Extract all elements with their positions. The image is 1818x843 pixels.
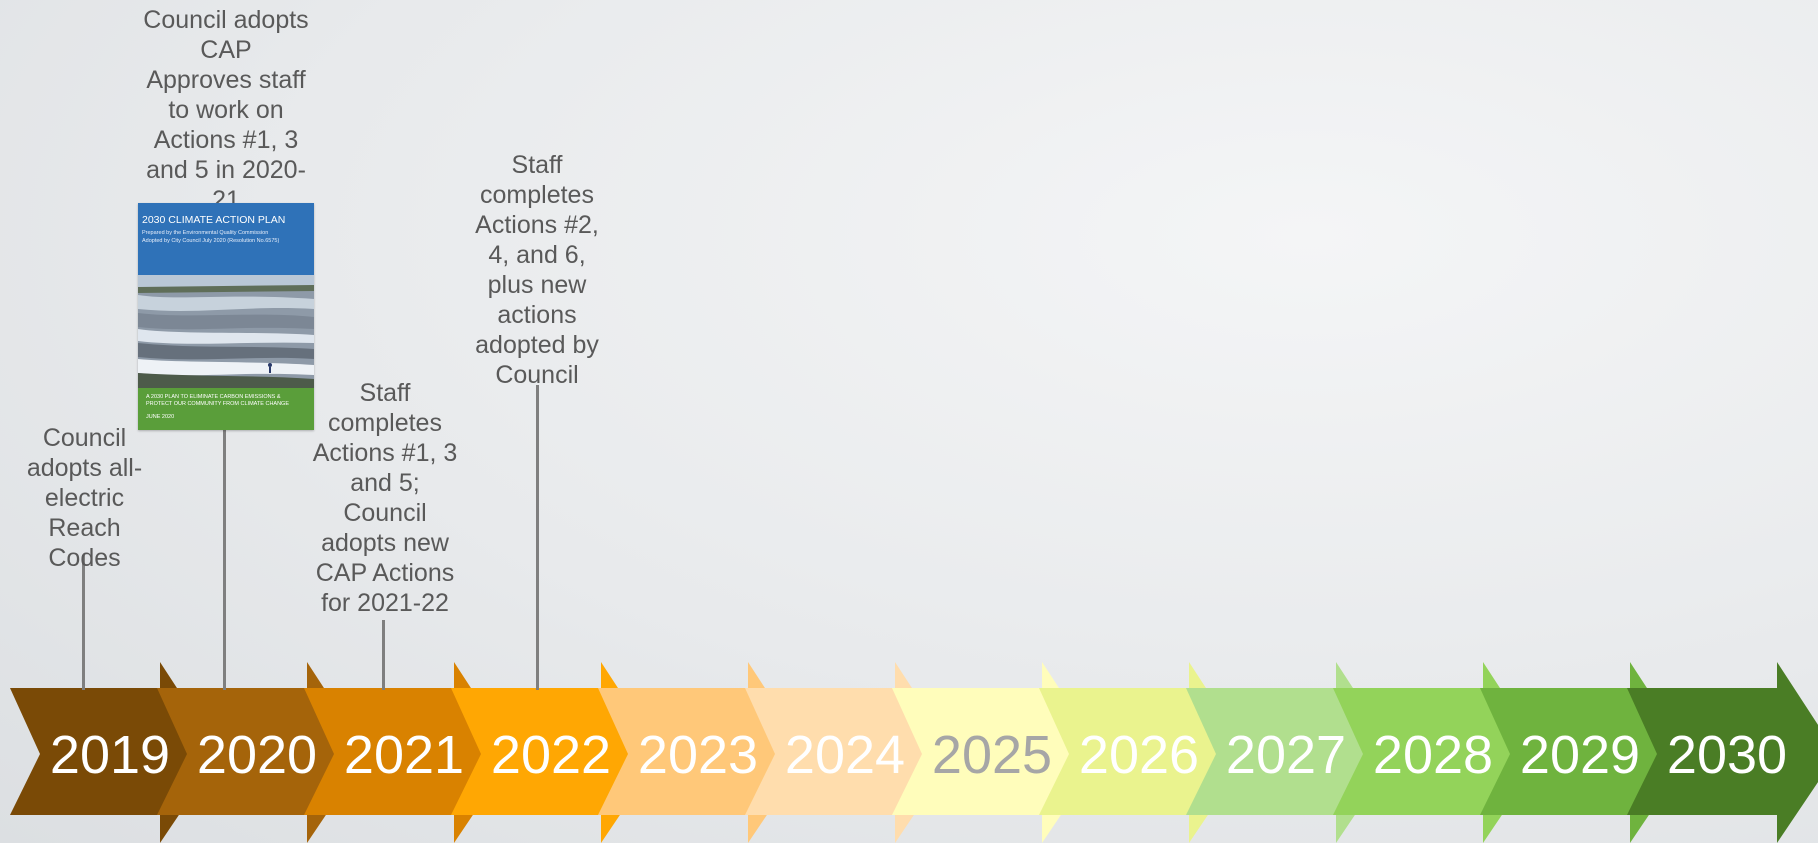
annotation-line: actions (497, 301, 577, 329)
year-label-2019: 2019 (50, 725, 170, 785)
year-label-2025: 2025 (932, 725, 1052, 785)
cap-cover-title: 2030 CLIMATE ACTION PLAN (142, 214, 286, 226)
annotation-line: Council (343, 499, 427, 527)
year-label-2024: 2024 (785, 725, 905, 785)
leader-line-2019 (82, 555, 85, 690)
cap-cover-footer: A 2030 PLAN TO ELIMINATE CARBON EMISSION… (138, 388, 314, 430)
annotation-line: Actions #1, 3 (312, 439, 458, 467)
year-label-2022: 2022 (491, 725, 611, 785)
annotation-line: for 2021-22 (321, 589, 449, 617)
annotation-line: adopts new (321, 529, 449, 557)
cap-cover-header: 2030 CLIMATE ACTION PLAN Prepared by the… (138, 203, 314, 275)
annotation-line: Actions #1, 3 (153, 126, 299, 154)
climate-action-plan-cover: 2030 CLIMATE ACTION PLAN Prepared by the… (138, 203, 314, 430)
annotation-line: adopted by (475, 331, 599, 359)
leader-line-2020 (223, 430, 226, 690)
annotation-2021-actions-completed: Staff completes Actions #1, 3 and 5; Cou… (300, 378, 470, 618)
year-label-2026: 2026 (1079, 725, 1199, 785)
leader-line-2021 (382, 620, 385, 690)
year-label-2021: 2021 (344, 725, 464, 785)
annotation-line: completes (480, 181, 594, 209)
annotation-line: Approves staff (146, 66, 306, 94)
cap-cover-date: JUNE 2020 (146, 414, 175, 420)
year-label-2020: 2020 (197, 725, 317, 785)
cap-cover-tagline-2: PROTECT OUR COMMUNITY FROM CLIMATE CHANG… (146, 401, 290, 407)
annotation-2022-new-actions: Staff completes Actions #2, 4, and 6, pl… (462, 150, 612, 390)
annotation-2020-cap-adoption: Council adopts CAP Approves staff to wor… (131, 5, 321, 215)
annotation-line: plus new (487, 271, 587, 299)
annotation-line: Council adopts (143, 6, 309, 34)
year-label-2028: 2028 (1373, 725, 1493, 785)
annotation-line: and 5; (350, 469, 420, 497)
year-label-2030: 2030 (1667, 725, 1787, 785)
cap-cover-tagline-1: A 2030 PLAN TO ELIMINATE CARBON EMISSION… (146, 394, 281, 400)
annotation-line: 4, and 6, (488, 241, 586, 269)
annotation-line: to work on (168, 96, 284, 124)
leader-line-2022 (536, 385, 539, 690)
year-arrow-shape (1627, 662, 1818, 843)
annotation-line: Codes (48, 544, 121, 572)
year-arrow-2030: 2030 (1627, 662, 1818, 843)
cap-cover-adopted-by: Adopted by City Council July 2020 (Resol… (142, 238, 280, 244)
annotation-line: CAP (200, 36, 252, 64)
annotation-line: Reach (48, 514, 121, 542)
year-label-2029: 2029 (1520, 725, 1640, 785)
annotation-line: CAP Actions (315, 559, 455, 587)
year-label-2027: 2027 (1226, 725, 1346, 785)
annotation-line: adopts all- (26, 454, 143, 482)
annotation-line: Staff (511, 151, 563, 179)
annotation-line: and 5 in 2020- (146, 156, 306, 184)
annotation-line: electric (44, 484, 125, 512)
annotation-line: Staff (359, 379, 411, 407)
annotation-line: completes (328, 409, 442, 437)
annotation-line: Council (42, 424, 127, 452)
annotation-line: Actions #2, (475, 211, 599, 239)
cap-cover-prepared-by: Prepared by the Environmental Quality Co… (142, 230, 269, 236)
year-label-2023: 2023 (638, 725, 758, 785)
annotation-2019-reach-codes: Council adopts all- electric Reach Codes (12, 423, 157, 573)
wetland-photo (138, 275, 314, 388)
annotation-line: Council (495, 361, 579, 389)
